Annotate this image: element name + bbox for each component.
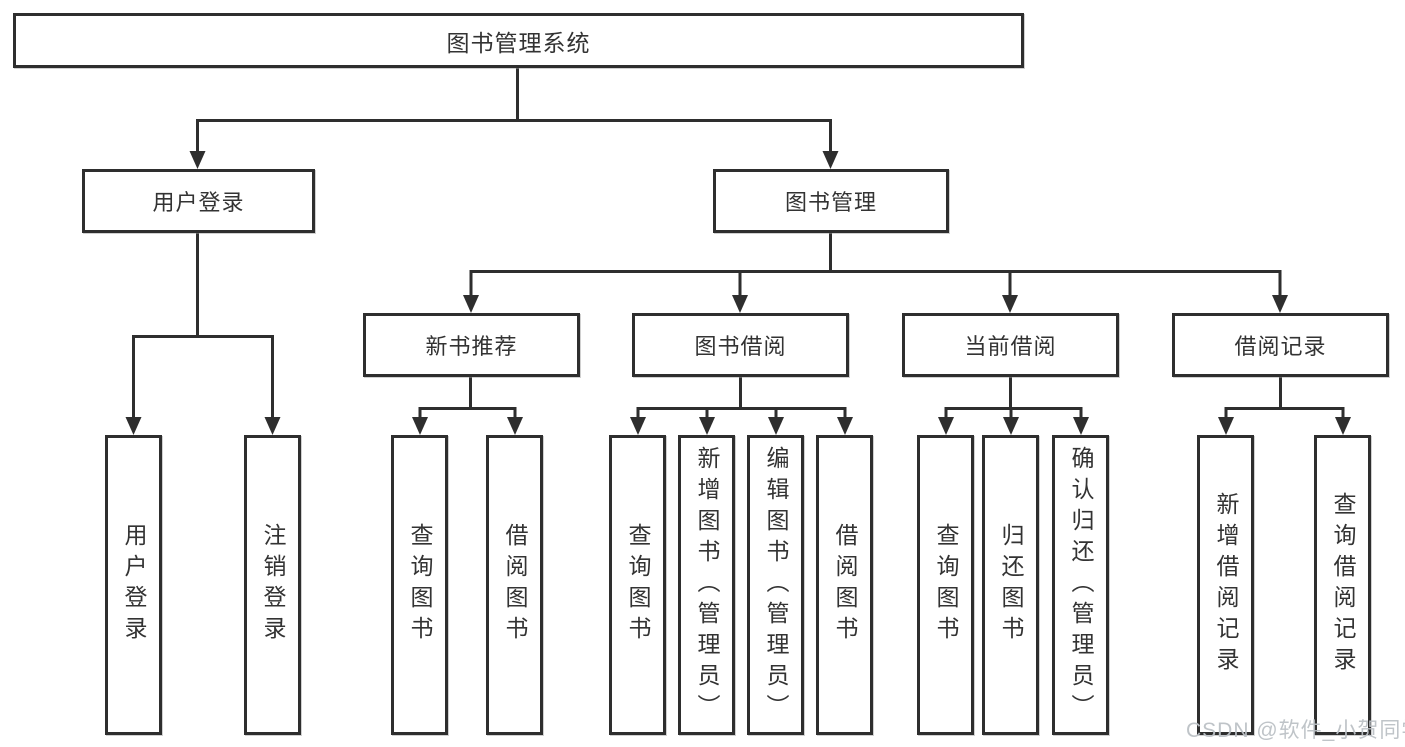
node-book-management-label: 图书管理 [784, 190, 877, 215]
leaf-query-books-current: 查询图书 [917, 435, 974, 735]
node-current-borrow: 当前借阅 [902, 313, 1119, 377]
connector-new-book-recommend-branch [412, 377, 523, 435]
leaf-query-borrow-record: 查询借阅记录 [1314, 435, 1371, 735]
node-new-book-recommend-label: 新书推荐 [425, 334, 518, 359]
connector-root-branch [189, 68, 839, 169]
leaf-add-books-admin: 新增图书（管理员） [678, 435, 735, 735]
node-library-system: 图书管理系统 [13, 13, 1024, 68]
leaf-confirm-return-admin: 确认归还（管理员） [1052, 435, 1109, 735]
leaf-borrow-books: 借阅图书 [816, 435, 873, 735]
node-user-login: 用户登录 [82, 169, 315, 233]
leaf-query-books-recommend: 查询图书 [391, 435, 448, 735]
leaf-logout: 注销登录 [244, 435, 301, 735]
node-borrow-records-label: 借阅记录 [1234, 334, 1327, 359]
node-book-management: 图书管理 [713, 169, 949, 233]
node-library-system-label: 图书管理系统 [446, 29, 591, 56]
leaf-add-borrow-record: 新增借阅记录 [1197, 435, 1254, 735]
node-current-borrow-label: 当前借阅 [964, 334, 1057, 359]
node-borrow-records: 借阅记录 [1172, 313, 1389, 377]
leaf-edit-books-admin: 编辑图书（管理员） [747, 435, 804, 735]
connector-user-login-branch [125, 233, 281, 435]
node-user-login-label: 用户登录 [152, 190, 245, 215]
connector-book-management-branch [463, 233, 1288, 313]
leaf-return-books: 归还图书 [982, 435, 1039, 735]
connector-book-borrow-branch [630, 377, 853, 435]
csdn-watermark: CSDN @软件_小贺同学 [1186, 719, 1405, 742]
node-book-borrow-label: 图书借阅 [694, 334, 787, 359]
leaf-user-login: 用户登录 [105, 435, 162, 735]
leaf-query-books-borrow: 查询图书 [609, 435, 666, 735]
connector-current-borrow-branch [938, 377, 1089, 435]
node-new-book-recommend: 新书推荐 [363, 313, 580, 377]
node-book-borrow: 图书借阅 [632, 313, 849, 377]
leaf-borrow-books-recommend: 借阅图书 [486, 435, 543, 735]
connector-borrow-records-branch [1218, 377, 1351, 435]
